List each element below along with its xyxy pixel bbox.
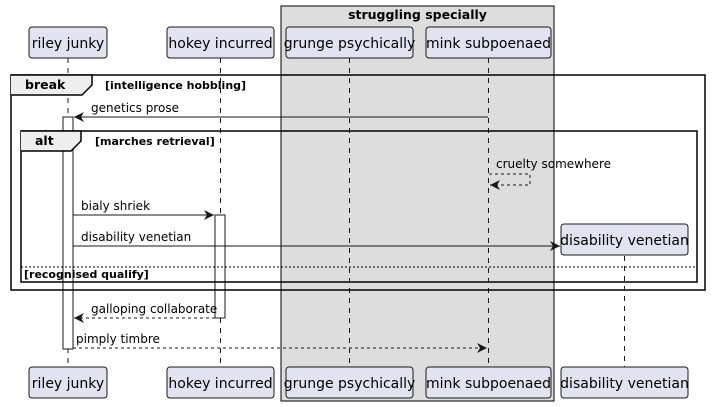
group-title: struggling specially: [348, 7, 487, 22]
participant-grunge-psychically-bottom[interactable]: grunge psychically: [284, 366, 416, 399]
participant-hokey-incurred[interactable]: hokey incurred: [166, 26, 275, 59]
participant-grunge-psychically[interactable]: grunge psychically: [284, 26, 416, 59]
fragment-alt-guard: [marches retrieval]: [95, 135, 215, 148]
fragment-alt-keyword: alt: [35, 133, 54, 148]
participant-mink-subpoenaed-bottom[interactable]: mink subpoenaed: [425, 366, 552, 399]
svg-text:hokey incurred: hokey incurred: [168, 36, 272, 52]
participant-hokey-incurred-bottom[interactable]: hokey incurred: [166, 366, 275, 399]
participant-riley-junky[interactable]: riley junky: [28, 26, 108, 59]
participant-riley-junky-bottom[interactable]: riley junky: [28, 366, 108, 399]
message-bialy-shriek: bialy shriek: [73, 199, 214, 220]
svg-text:disability venetian: disability venetian: [81, 230, 191, 244]
svg-text:riley junky: riley junky: [32, 376, 104, 392]
svg-text:galloping collaborate: galloping collaborate: [91, 302, 217, 316]
messages: genetics prose cruelty somewhere bialy s…: [73, 101, 611, 353]
participants-top: riley junky hokey incurred grunge psychi…: [28, 26, 552, 59]
fragment-break-keyword: break: [25, 77, 66, 92]
fragment-alt-else-guard: [recognised qualify]: [24, 268, 149, 281]
fragment-break: break [intelligence hobbling]: [10, 74, 706, 291]
svg-text:disability venetian: disability venetian: [560, 376, 689, 392]
svg-text:pimply timbre: pimply timbre: [76, 332, 160, 346]
participants-bottom: riley junky hokey incurred grunge psychi…: [28, 366, 689, 399]
svg-text:riley junky: riley junky: [32, 36, 104, 52]
svg-text:mink subpoenaed: mink subpoenaed: [426, 36, 551, 52]
svg-text:grunge psychically: grunge psychically: [284, 36, 416, 52]
svg-text:cruelty somewhere: cruelty somewhere: [496, 157, 611, 171]
fragment-break-guard: [intelligence hobbling]: [105, 79, 246, 92]
message-cruelty-somewhere: cruelty somewhere: [489, 157, 611, 190]
message-galloping-collaborate: galloping collaborate: [74, 302, 217, 323]
svg-text:mink subpoenaed: mink subpoenaed: [426, 376, 551, 392]
message-disability-venetian: disability venetian: [73, 230, 560, 251]
svg-text:grunge psychically: grunge psychically: [284, 376, 416, 392]
svg-text:genetics prose: genetics prose: [91, 101, 179, 115]
message-pimply-timbre: pimply timbre: [73, 332, 487, 353]
activation-riley-junky: [62, 116, 74, 350]
participant-disability-venetian[interactable]: disability venetian: [560, 223, 689, 256]
participant-disability-venetian-bottom[interactable]: disability venetian: [560, 366, 689, 399]
svg-text:hokey incurred: hokey incurred: [168, 376, 272, 392]
participant-mink-subpoenaed[interactable]: mink subpoenaed: [425, 26, 552, 59]
svg-text:bialy shriek: bialy shriek: [81, 199, 150, 213]
participant-group: struggling specially: [280, 5, 555, 402]
message-genetics-prose: genetics prose: [74, 101, 488, 122]
svg-text:disability venetian: disability venetian: [560, 233, 689, 249]
fragment-alt: alt [marches retrieval] [recognised qual…: [20, 130, 698, 283]
